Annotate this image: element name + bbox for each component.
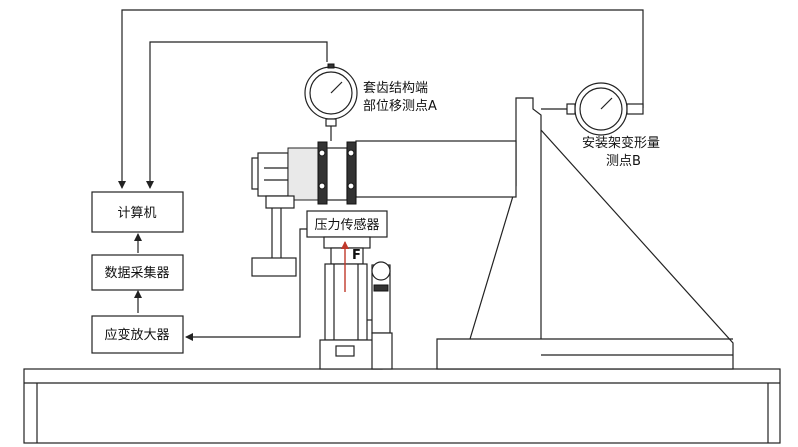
beam bbox=[355, 140, 517, 198]
dial-gauge-b-icon bbox=[541, 82, 644, 136]
hydraulic-jack bbox=[319, 247, 393, 370]
daq-box: 数据采集器 bbox=[91, 254, 184, 291]
gauge-a-label-line1: 套齿结构端 bbox=[363, 80, 428, 96]
gauge-b-label-line2: 测点B bbox=[606, 154, 641, 169]
force-label: F bbox=[352, 248, 361, 263]
amplifier-label: 应变放大器 bbox=[104, 327, 169, 343]
force-sensor-label: 压力传感器 bbox=[314, 217, 379, 233]
computer-label: 计算机 bbox=[117, 206, 156, 221]
computer-box: 计算机 bbox=[91, 191, 184, 233]
gauge-a-label-line2: 部位移测点A bbox=[363, 99, 437, 114]
force-sensor: 压力传感器 bbox=[306, 210, 388, 249]
bearing-housing bbox=[251, 141, 357, 277]
force-arrow: F bbox=[341, 241, 361, 292]
gauge-b-label-line1: 安装架变形量 bbox=[582, 135, 660, 151]
amplifier-box: 应变放大器 bbox=[91, 315, 184, 354]
base-platform bbox=[23, 368, 781, 444]
mounting-frame bbox=[436, 97, 734, 370]
dial-gauge-a-icon bbox=[304, 63, 358, 141]
daq-label: 数据采集器 bbox=[104, 265, 169, 281]
signal-wires bbox=[118, 9, 644, 341]
